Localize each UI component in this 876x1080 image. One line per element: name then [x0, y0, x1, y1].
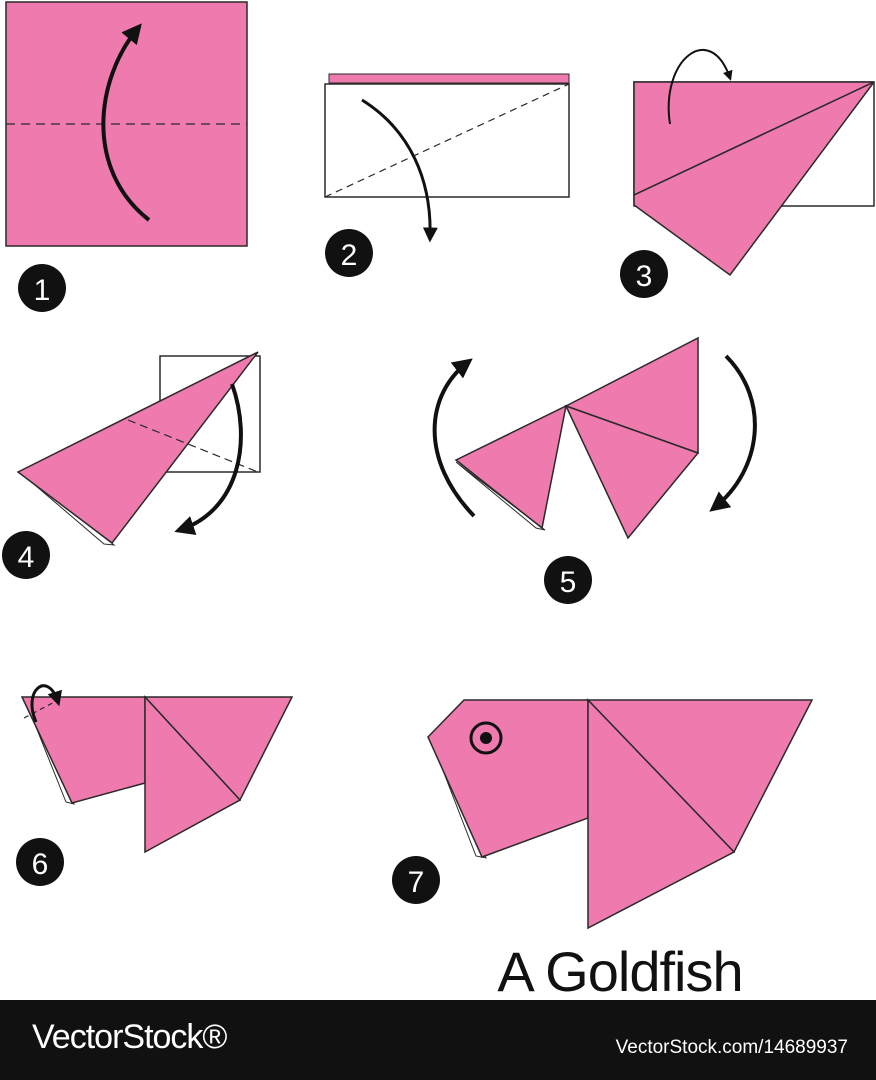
watermark-logo: VectorStock®	[32, 1018, 227, 1056]
step-2-figure	[324, 73, 570, 243]
step-badge-3: 3	[620, 250, 668, 298]
step-badge-1: 1	[18, 264, 66, 312]
step-badge-6: 6	[16, 838, 64, 886]
step-3-figure	[633, 48, 875, 277]
svg-text:5: 5	[560, 566, 577, 599]
diagram-title: A Goldfish	[497, 940, 743, 1003]
watermark-footer: VectorStock® VectorStock.com/14689937	[0, 1000, 876, 1080]
rotate-arrow-right	[709, 354, 757, 512]
watermark-url: VectorStock.com/14689937	[615, 1037, 848, 1058]
fold-arrow	[30, 684, 63, 723]
step-badge-7: 7	[392, 856, 440, 904]
fish-eye	[469, 721, 503, 755]
svg-text:1: 1	[34, 274, 51, 307]
svg-text:6: 6	[32, 848, 49, 881]
step-badge-4: 4	[2, 531, 50, 579]
step-5-figure	[432, 336, 757, 540]
step-badge-2: 2	[325, 229, 373, 277]
svg-text:7: 7	[408, 866, 425, 899]
rotate-arrow-left	[432, 358, 476, 518]
step-1-figure	[5, 1, 248, 247]
fold-arrow	[174, 383, 243, 536]
step-4-figure	[16, 351, 261, 546]
fold-arrow	[361, 98, 438, 243]
fold-arrow	[667, 48, 733, 125]
svg-text:4: 4	[18, 541, 35, 574]
origami-diagram: 1 2 3 4 5 6 7	[2, 1, 875, 930]
fold-arrow	[101, 23, 151, 222]
svg-text:3: 3	[636, 260, 653, 293]
step-badge-5: 5	[544, 556, 592, 604]
step-6-figure	[20, 684, 294, 854]
svg-text:2: 2	[341, 239, 358, 272]
step-7-figure	[427, 698, 814, 930]
